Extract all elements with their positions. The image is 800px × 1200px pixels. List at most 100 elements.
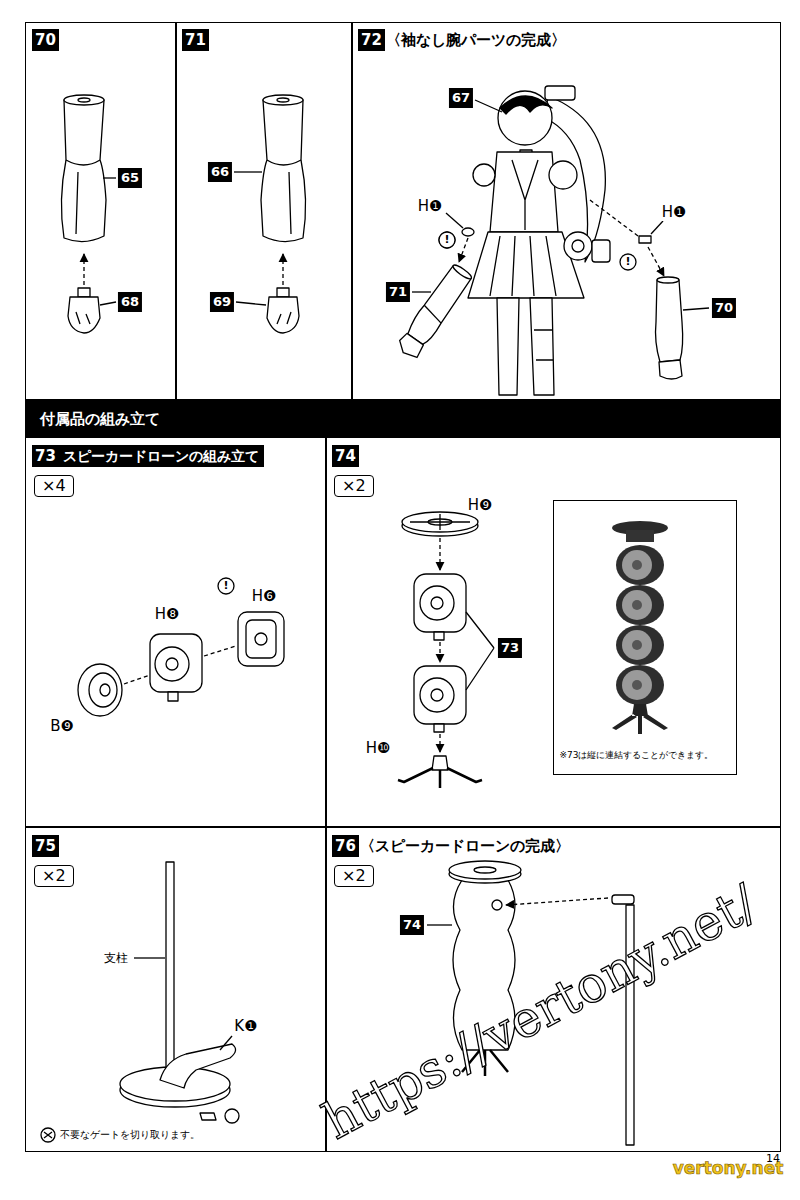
speaker-back-h6 <box>238 612 284 666</box>
base-h10 <box>432 756 448 770</box>
speaker-housing-h8 <box>150 634 202 701</box>
photo-inset <box>616 665 664 705</box>
part-name: 支柱 <box>103 951 129 965</box>
caution-mark: ! <box>625 256 630 268</box>
figure-67 <box>592 240 610 262</box>
photo-inset <box>622 630 652 660</box>
photo-inset <box>632 560 642 690</box>
stand <box>120 862 239 1123</box>
speaker-housing-h8 <box>168 692 178 701</box>
photo-inset <box>632 560 642 570</box>
stand <box>200 1113 216 1120</box>
step-panel: 75×2 <box>25 826 327 1152</box>
step-number: 72 <box>358 29 385 51</box>
speaker-cone-b9 <box>78 664 122 716</box>
step-number: 73 <box>32 445 59 467</box>
assembly-arrow <box>590 200 638 236</box>
figure-67 <box>549 161 577 189</box>
caution-circle <box>439 232 455 248</box>
hand-part-68 <box>68 288 100 333</box>
photo-inset <box>616 545 664 585</box>
caution-mark: ! <box>223 580 228 592</box>
step-panel: 72〈袖なし腕パーツの完成〉 <box>351 22 781 400</box>
arm-part-65 <box>78 98 90 102</box>
arm-part-66 <box>261 95 306 242</box>
speaker-module <box>434 632 444 640</box>
arm-part-70 <box>659 360 682 379</box>
arm-part-66 <box>263 95 303 105</box>
part-label: H❻ <box>251 587 278 605</box>
figure-67 <box>512 160 538 230</box>
caution-mark: ! <box>444 234 449 246</box>
callout-number: 74 <box>400 915 424 935</box>
speaker-module <box>420 586 454 620</box>
footnote: 不要なゲートを切り取ります。 <box>60 1129 200 1141</box>
speaker-module <box>414 574 466 640</box>
stand <box>160 1044 236 1088</box>
speaker-module <box>414 666 466 724</box>
hand-part-69 <box>277 312 291 324</box>
photo-inset <box>622 670 652 700</box>
leader-line <box>427 924 452 925</box>
hand-part-69 <box>277 288 289 297</box>
assembly-arrow <box>124 675 150 684</box>
quantity-badge: ×2 <box>34 865 74 887</box>
arm-part-66 <box>261 100 306 242</box>
photo-inset <box>600 520 680 720</box>
hand-part-68 <box>78 288 90 297</box>
arm-part-71 <box>395 262 475 361</box>
cut-icon <box>44 1132 52 1138</box>
figure-67 <box>530 298 554 395</box>
speaker-cone-b9 <box>100 684 110 696</box>
part-label: H❿ <box>365 739 392 757</box>
part-label: H❶ <box>661 203 688 221</box>
caution-circle <box>439 232 455 248</box>
step-panel: 70 <box>25 22 177 400</box>
arm-part-71 <box>421 305 444 323</box>
callout-number: 70 <box>712 298 736 318</box>
section-band: 付属品の組み立て <box>25 400 781 438</box>
speaker-back-h6 <box>238 612 284 666</box>
speaker-housing-h8 <box>150 634 202 692</box>
leader-line <box>412 291 431 292</box>
assembly-arrow <box>459 238 468 262</box>
caution-circle <box>218 578 234 594</box>
drone-74 <box>492 900 502 910</box>
speaker-housing-h8 <box>155 647 189 681</box>
assembly-arrow <box>204 646 236 656</box>
speaker-module <box>431 689 443 701</box>
photo-box: ※73は縦に連結することができます。 <box>553 500 737 775</box>
page-number: 14 <box>766 1152 780 1165</box>
stand <box>225 1109 239 1123</box>
step-number: 70 <box>32 29 59 51</box>
stand <box>166 862 174 1070</box>
speaker-cone-b9 <box>89 673 117 707</box>
assembly-arrow <box>648 247 664 276</box>
arm-part-65 <box>61 95 106 242</box>
leader-line <box>466 612 494 690</box>
figure-67 <box>545 86 575 100</box>
part-label: B❾ <box>49 717 75 735</box>
photo-inset <box>632 600 642 610</box>
part-label: H❾ <box>467 496 494 514</box>
photo-inset <box>616 625 664 665</box>
photo-inset <box>612 704 668 734</box>
part-label: H❽ <box>154 605 181 623</box>
leader-line <box>134 957 165 958</box>
arm-part-65 <box>64 95 104 105</box>
photo-inset <box>600 520 680 734</box>
speaker-module <box>414 666 466 732</box>
speaker-module <box>420 678 454 712</box>
figure-67 <box>490 152 558 232</box>
figure-67 <box>498 91 552 145</box>
arm-part-71 <box>395 332 425 361</box>
quantity-badge: ×2 <box>334 865 374 887</box>
arm-part-71 <box>405 265 473 347</box>
arm-part-66 <box>267 160 301 234</box>
leader-line <box>220 1036 232 1050</box>
speaker-module <box>414 574 466 632</box>
top-disc-h9 <box>402 512 478 536</box>
figure-67 <box>473 164 495 186</box>
base-h10 <box>398 756 482 788</box>
